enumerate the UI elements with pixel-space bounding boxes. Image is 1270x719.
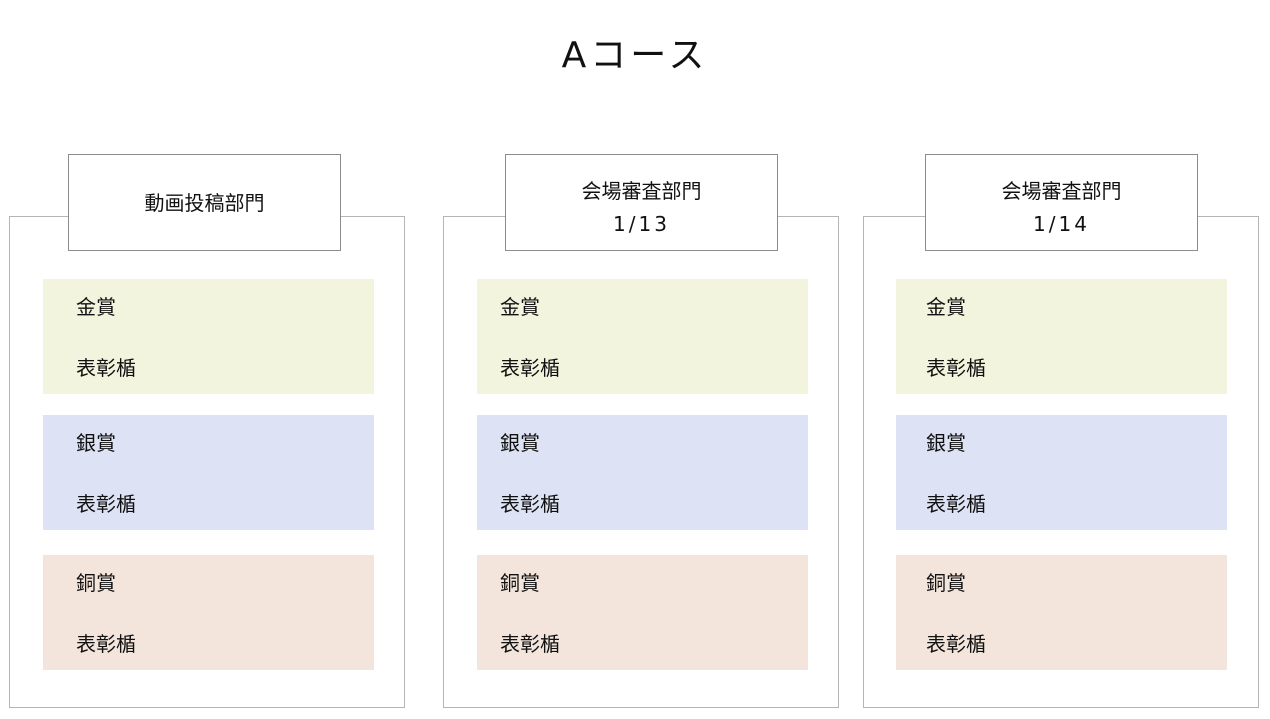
award-name: 金賞 [76, 295, 116, 319]
award-prize: 表彰楯 [76, 492, 136, 516]
section-date: 1/14 [1033, 212, 1090, 236]
section-date: 1/13 [613, 212, 670, 236]
award-prize: 表彰楯 [500, 356, 560, 380]
award-name: 金賞 [926, 295, 966, 319]
award-prize: 表彰楯 [500, 492, 560, 516]
award-bronze: 銅賞 表彰楯 [896, 555, 1227, 670]
award-prize: 表彰楯 [500, 632, 560, 656]
award-prize: 表彰楯 [76, 356, 136, 380]
award-name: 金賞 [500, 295, 540, 319]
award-prize: 表彰楯 [926, 632, 986, 656]
section-header-venue-2: 会場審査部門 1/14 [925, 154, 1198, 251]
award-prize: 表彰楯 [76, 632, 136, 656]
section-heading: 会場審査部門 [1001, 179, 1122, 203]
award-gold: 金賞 表彰楯 [43, 279, 374, 394]
section-header-video: 動画投稿部門 [68, 154, 341, 251]
award-name: 銀賞 [926, 431, 966, 455]
award-silver: 銀賞 表彰楯 [896, 415, 1227, 530]
award-name: 銀賞 [500, 431, 540, 455]
section-heading: 会場審査部門 [581, 179, 702, 203]
award-silver: 銀賞 表彰楯 [43, 415, 374, 530]
award-name: 銀賞 [76, 431, 116, 455]
award-bronze: 銅賞 表彰楯 [477, 555, 808, 670]
award-name: 銅賞 [926, 571, 966, 595]
section-heading: 動画投稿部門 [144, 191, 265, 215]
page-title: Aコース [561, 35, 709, 76]
award-name: 銅賞 [76, 571, 116, 595]
award-prize: 表彰楯 [926, 356, 986, 380]
award-prize: 表彰楯 [926, 492, 986, 516]
section-header-venue-1: 会場審査部門 1/13 [505, 154, 778, 251]
award-gold: 金賞 表彰楯 [477, 279, 808, 394]
award-silver: 銀賞 表彰楯 [477, 415, 808, 530]
award-name: 銅賞 [500, 571, 540, 595]
award-bronze: 銅賞 表彰楯 [43, 555, 374, 670]
award-gold: 金賞 表彰楯 [896, 279, 1227, 394]
